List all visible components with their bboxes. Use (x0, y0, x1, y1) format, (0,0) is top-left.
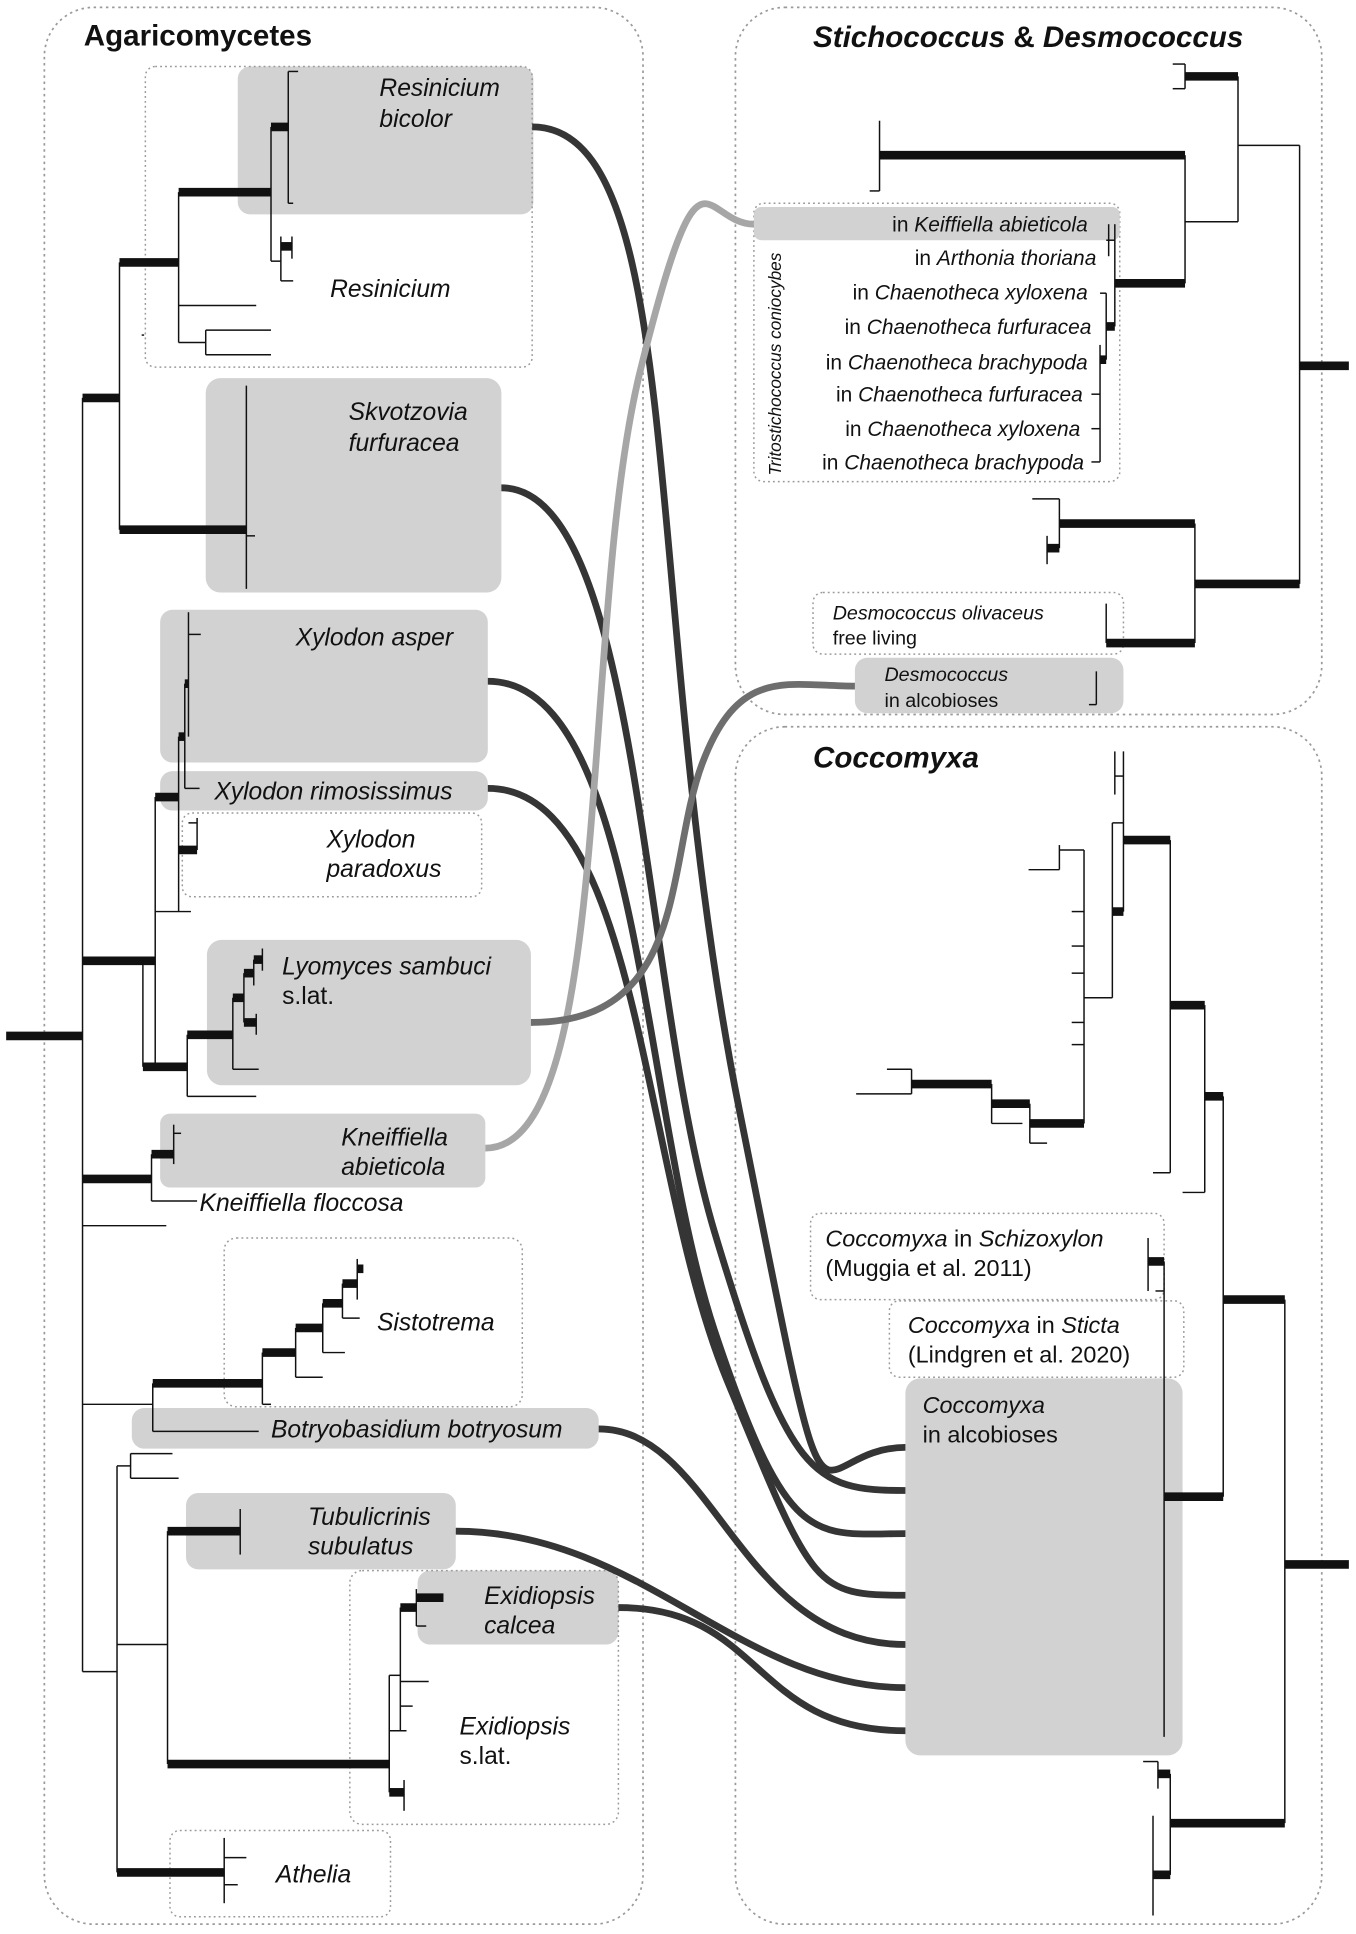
taxon-8: in Chaenotheca brachypoda (822, 451, 1084, 474)
stichococcus-title: Stichococcus & Desmococcus (813, 21, 1243, 54)
resinicium-label: Resinicium (330, 276, 450, 303)
agaricomycetes-tree (6, 70, 444, 1904)
tubulicrinis-label-2: subulatus (308, 1534, 413, 1561)
lyomyces-label: Lyomyces sambuci (282, 953, 492, 980)
sticta-ref: (Lindgren et al. 2020) (908, 1341, 1130, 1367)
kneiffiella-abieticola-box (160, 1113, 486, 1188)
coccomyxa-panel (734, 725, 1323, 1926)
link-botryobasidium (598, 1425, 906, 1648)
resinicium-bicolor-label-2: bicolor (379, 106, 453, 133)
resinicium-bicolor-box (237, 66, 534, 215)
coccomyxa-title: Coccomyxa (813, 741, 979, 774)
link-resinicium (532, 123, 906, 1474)
coccomyxa-tree (856, 751, 1349, 1916)
resinicium-bicolor-label: Resinicium (379, 75, 499, 102)
exidiopsis-calcea-label: Exidiopsis (484, 1583, 595, 1610)
taxon-2: in Arthonia thoriana (915, 247, 1097, 270)
association-links (455, 123, 906, 1735)
desmococcus-free-label-2: free living (833, 627, 917, 649)
stichococcus-tree (869, 63, 1349, 706)
sistotrema-label: Sistotrema (377, 1309, 495, 1336)
stichococcus-panel (734, 6, 1323, 716)
athelia-label: Athelia (274, 1861, 351, 1888)
tubulicrinis-box (186, 1492, 456, 1570)
taxon-3: in Chaenotheca xyloxena (853, 281, 1088, 304)
coccomyxa-alco-label: Coccomyxa (923, 1392, 1045, 1418)
taxon-5: in Chaenotheca brachypoda (826, 352, 1088, 375)
sticta-label: Coccomyxa in Sticta (908, 1312, 1120, 1338)
xylodon-paradoxus-label-2: paradoxus (325, 856, 441, 883)
taxon-4: in Chaenotheca furfuracea (845, 316, 1092, 339)
coccomyxa-alcobioses-box (905, 1378, 1183, 1756)
kneiffiella-floccosa-label: Kneiffiella floccosa (200, 1190, 404, 1217)
botryobasidium-box (131, 1408, 599, 1449)
schizoxylon-box (809, 1212, 1165, 1301)
desmococcus-alco-label-2: in alcobioses (884, 690, 998, 712)
xylodon-paradoxus-box (181, 812, 483, 898)
skvotzovia-label-2: furfuracea (349, 430, 460, 457)
skvotzovia-box (205, 378, 502, 593)
exidiopsis-slat-label: Exidiopsis (459, 1713, 570, 1740)
kneiffiella-abieticola-label: Kneiffiella (341, 1125, 448, 1152)
desmococcus-alcobioses-box (854, 657, 1124, 714)
link-exidiopsis (618, 1604, 906, 1735)
xylodon-asper-box (160, 609, 488, 763)
botryobasidium-label: Botryobasidium botryosum (271, 1417, 563, 1444)
schizoxylon-label: Coccomyxa in Schizoxylon (825, 1226, 1103, 1252)
desmococcus-free-label: Desmococcus olivaceus (833, 603, 1044, 625)
agaricomycetes-title: Agaricomycetes (84, 20, 312, 53)
taxon-6: in Chaenotheca furfuracea (836, 384, 1083, 407)
keiffiella-row-box (753, 206, 1120, 241)
tubulicrinis-label: Tubulicrinis (308, 1504, 431, 1531)
link-xylodon-asper (487, 677, 906, 1538)
link-tubulicrinis (455, 1527, 906, 1692)
link-xylodon-rimosissimus (487, 784, 906, 1599)
desmococcus-free-box (812, 591, 1125, 655)
skvotzovia-label: Skvotzovia (349, 399, 468, 426)
link-skvotzovia (501, 484, 906, 1494)
link-kneiffiella (485, 200, 755, 1152)
coccomyxa-alco-label-2: in alcobioses (923, 1421, 1058, 1447)
desmococcus-alco-label: Desmococcus (884, 664, 1008, 686)
link-lyomyces (530, 680, 855, 1026)
xylodon-paradoxus-label: Xylodon (325, 827, 415, 854)
sticta-box (888, 1300, 1185, 1378)
schizoxylon-ref: (Muggia et al. 2011) (825, 1255, 1031, 1281)
taxon-7: in Chaenotheca xyloxena (845, 418, 1080, 441)
taxon-1: in Keiffiella abieticola (892, 214, 1088, 237)
resinicium-group-box (144, 65, 533, 368)
exidiopsis-calcea-label-2: calcea (484, 1612, 555, 1639)
xylodon-rimosissimus-label: Xylodon rimosissimus (213, 778, 452, 805)
lyomyces-label-2: s.lat. (282, 983, 334, 1010)
lyomyces-box (206, 939, 531, 1086)
sistotrema-box (223, 1237, 524, 1408)
tritostichococcus-box (753, 202, 1121, 483)
kneiffiella-abieticola-label-2: abieticola (341, 1154, 445, 1181)
exidiopsis-slat-label-2: s.lat. (459, 1743, 511, 1770)
xylodon-rimosissimus-box (160, 771, 488, 811)
xylodon-asper-label: Xylodon asper (295, 624, 455, 651)
tritostichococcus-label: Tritostichococcus coniocybes (765, 252, 785, 475)
exidiopsis-calcea-box (417, 1570, 619, 1645)
